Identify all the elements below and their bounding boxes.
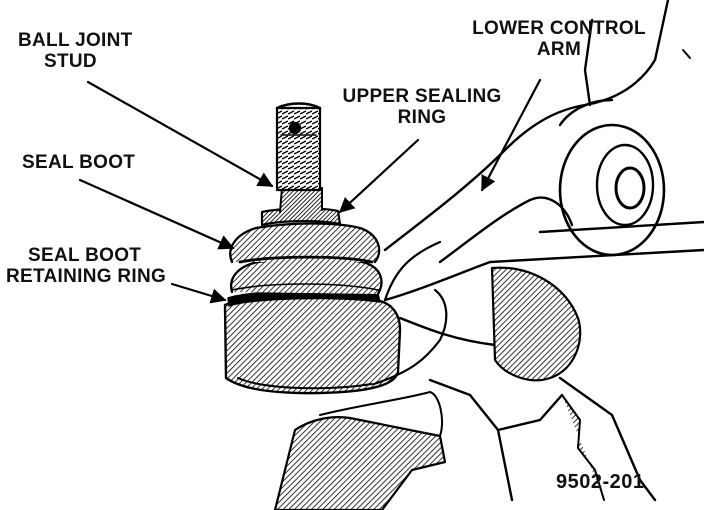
label-lower-control-arm: LOWER CONTROL ARM <box>464 18 654 60</box>
label-seal-boot-retaining-ring-line1: SEAL BOOT <box>28 245 142 266</box>
label-seal-boot: SEAL BOOT <box>22 152 136 173</box>
label-ball-joint-stud: BALL JOINT STUD <box>18 30 133 72</box>
label-lower-control-arm-line2: ARM <box>536 39 582 60</box>
upper-sealing-ring <box>260 207 342 227</box>
label-seal-boot-retaining-ring-line2: RETAINING RING <box>6 266 167 287</box>
label-ball-joint-stud-line1: BALL JOINT <box>18 30 133 51</box>
label-upper-sealing-ring-line1: UPPER SEALING <box>342 86 502 107</box>
label-upper-sealing-ring-line2: RING <box>397 107 447 128</box>
mounting-plate <box>273 416 447 510</box>
label-upper-sealing-ring: UPPER SEALING RING <box>342 86 502 128</box>
ball-joint-stud <box>275 102 323 213</box>
label-seal-boot-retaining-ring: SEAL BOOT RETAINING RING <box>6 245 166 287</box>
label-ball-joint-stud-line2: STUD <box>44 51 97 72</box>
seal-boot <box>229 222 383 296</box>
label-lower-control-arm-line1: LOWER CONTROL <box>472 18 646 39</box>
lower-control-arm <box>383 0 704 502</box>
leader-lines <box>78 78 542 304</box>
figure-number: 9502-201 <box>556 471 645 493</box>
